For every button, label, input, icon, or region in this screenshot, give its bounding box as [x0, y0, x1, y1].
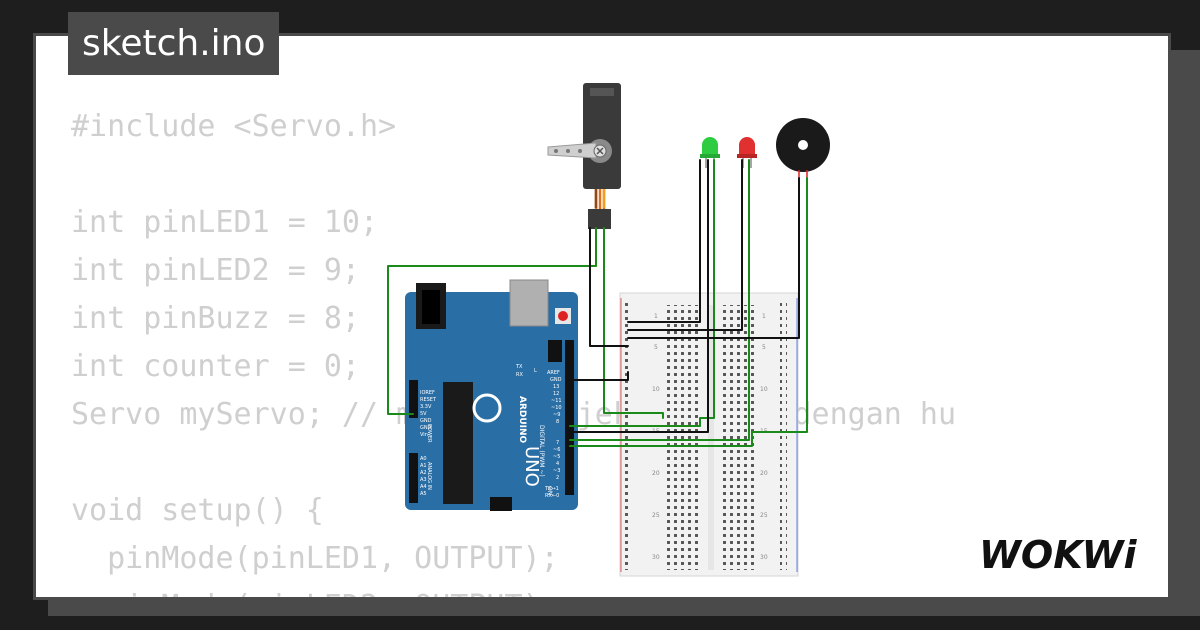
pin-label: 8: [556, 419, 559, 425]
pin-label: ~10: [551, 405, 562, 411]
code-line: void setup() {: [71, 493, 324, 528]
pin-label: 5V: [420, 411, 427, 417]
on-label: ON: [546, 486, 553, 495]
code-line: int pinLED2 = 9;: [71, 253, 360, 288]
digital-header: [565, 340, 574, 495]
pin-label: Vin: [420, 432, 428, 438]
rx-label: RX: [516, 372, 523, 378]
pin-label: A3: [420, 477, 427, 483]
code-line: pinMode(pinLED2, OUTPUT);: [71, 583, 1133, 597]
arduino-logo-icon: [472, 393, 502, 423]
file-tab[interactable]: sketch.ino: [68, 12, 280, 75]
pin-label: GND: [420, 418, 432, 424]
pin-label: ~5: [553, 454, 560, 460]
l-label: L: [534, 368, 537, 374]
pin-label: A1: [420, 463, 427, 469]
pin-label: A2: [420, 470, 427, 476]
usb-port: [509, 279, 549, 327]
bb-row-label: 25: [652, 512, 660, 519]
pin-label: A4: [420, 484, 427, 490]
pin-label: A0: [420, 456, 427, 462]
pin-label: IOREF: [420, 390, 435, 396]
led-red: [737, 137, 757, 168]
pin-label: AREF: [547, 370, 560, 376]
bb-row-label: 5: [654, 344, 658, 351]
code-line: #include <Servo.h>: [71, 109, 397, 144]
power-header: [409, 380, 418, 418]
wokwi-logo-text: WOKWi: [979, 533, 1138, 577]
code-line: int pinLED1 = 10;: [71, 205, 379, 240]
pin-label: TX→1: [544, 486, 559, 492]
arduino-uno-board: ARDUINO UNO ON DIGITAL (PWM ~) POWER ANA…: [405, 279, 578, 511]
pin-label: 7: [556, 440, 559, 446]
pin-label: ~6: [553, 447, 560, 453]
code-line: int counter = 0;: [71, 349, 360, 384]
tx-label: TX: [515, 364, 523, 370]
pin-label: GND: [420, 425, 432, 431]
bb-row-label: 20: [760, 470, 768, 477]
analog-label: ANALOG IN: [426, 462, 432, 490]
pin-label: 3.3V: [420, 404, 432, 410]
bb-row-label: 10: [652, 386, 660, 393]
atmega-chip: [443, 382, 473, 504]
icsp-header-2: [490, 497, 512, 511]
wires: [387, 159, 808, 447]
bb-row-label: 30: [652, 554, 660, 561]
servo-connector: [588, 209, 611, 229]
bb-row-label: 25: [760, 512, 768, 519]
code-line: int pinBuzz = 8;: [71, 301, 360, 336]
pin-label: ~11: [551, 398, 562, 404]
breadboard-rail-right: [780, 300, 787, 570]
board-model: UNO: [521, 446, 542, 487]
servo-horn: [547, 142, 597, 159]
pin-label: RX←0: [545, 493, 559, 499]
breadboard-rail-left: [625, 300, 632, 570]
bb-row-label: 1: [762, 313, 766, 320]
pin-label: ~3: [553, 468, 560, 474]
code-line: pinMode(pinLED1, OUTPUT);: [71, 541, 559, 576]
pin-label: 4: [556, 461, 559, 467]
bb-row-label: 10: [760, 386, 768, 393]
piezo-buzzer: [776, 118, 830, 180]
pin-label: ~9: [553, 412, 560, 418]
bb-row-label: 5: [762, 344, 766, 351]
bb-row-label: 20: [652, 470, 660, 477]
board-brand: ARDUINO: [517, 396, 527, 444]
pin-label: A5: [420, 491, 427, 497]
breadboard-terminal-right: [720, 305, 757, 570]
digital-label: DIGITAL (PWM ~): [538, 425, 545, 477]
wokwi-logo: WOKWi: [979, 533, 1138, 577]
servo-body: [583, 83, 621, 189]
power-label: POWER: [426, 424, 432, 443]
pin-label: GND: [550, 377, 562, 383]
code-preview: #include <Servo.h> int pinLED1 = 10; int p…: [71, 103, 1133, 597]
pin-label: 12: [553, 391, 559, 397]
analog-header: [409, 453, 418, 503]
icsp-header: [548, 340, 562, 362]
bb-row-label: 1: [654, 313, 658, 320]
pin-label: 2: [556, 475, 559, 481]
servo-motor: [547, 83, 621, 229]
breadboard-terminal-left: [665, 305, 702, 570]
bb-row-label: 30: [760, 554, 768, 561]
pin-label: 13: [553, 384, 559, 390]
pin-label: RESET: [420, 397, 437, 403]
led-green: [700, 137, 720, 168]
